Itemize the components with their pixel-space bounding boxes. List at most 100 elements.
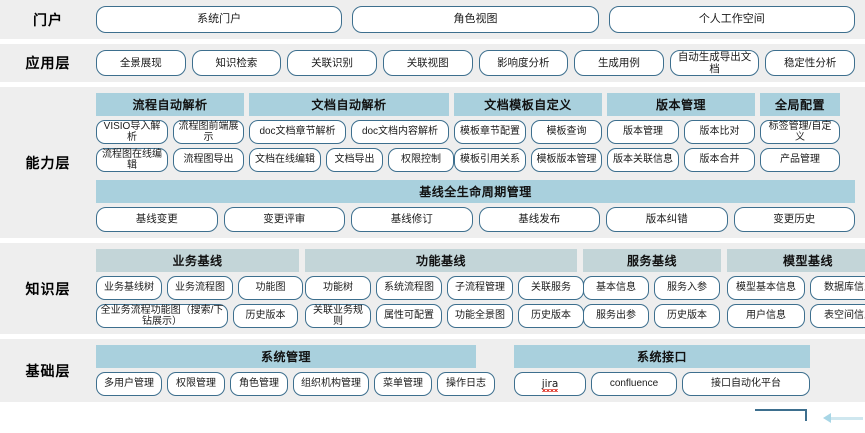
pill-button[interactable]: 属性可配置 (376, 304, 442, 328)
pill-button[interactable]: 版本纠错 (606, 207, 728, 232)
pill-button[interactable]: 功能全景图 (447, 304, 513, 328)
base-group: 系统管理多用户管理权限管理角色管理组织机构管理菜单管理操作日志 (96, 345, 495, 396)
layer-label-capability: 能力层 (25, 154, 71, 171)
pill-button[interactable]: 菜单管理 (374, 372, 432, 396)
pill-button[interactable]: 业务基线树 (96, 276, 162, 300)
pill-button[interactable]: 服务入参 (654, 276, 720, 300)
pill-button[interactable]: 流程图导出 (173, 148, 244, 172)
knowledge-groups: 业务基线业务基线树业务流程图功能图全业务流程功能图（搜索/下钻展示）历史版本功能… (96, 249, 865, 328)
pill-button[interactable]: 功能图 (238, 276, 303, 300)
group-header: 功能基线 (305, 249, 577, 272)
pill-button[interactable]: doc文档章节解析 (249, 120, 346, 144)
layer-body-application: 全景展现知识检索关联识别关联视图影响度分析生成用例自动生成导出文档稳定性分析 (96, 44, 865, 82)
pill-button[interactable]: 历史版本 (518, 304, 584, 328)
pill-button[interactable]: 基线发布 (478, 207, 600, 232)
pill-button[interactable]: 模板章节配置 (454, 120, 526, 144)
baseline-row: 基线变更变更评审基线修订基线发布版本纠错变更历史 (96, 207, 855, 232)
pill-button[interactable]: 流程图在线编辑 (96, 148, 168, 172)
pill-button[interactable]: 历史版本 (654, 304, 720, 328)
pill-button[interactable]: 表空间信息 (810, 304, 865, 328)
pill-button[interactable]: 全业务流程功能图（搜索/下钻展示） (96, 304, 228, 328)
pill-button[interactable]: 版本管理 (607, 120, 679, 144)
pill-row: 模板章节配置模板查询 (454, 120, 602, 144)
pill-button[interactable]: 个人工作空间 (608, 6, 855, 33)
group-rows: VISIO导入解析流程图前端展示流程图在线编辑流程图导出 (96, 120, 244, 172)
pill-button[interactable]: 功能树 (305, 276, 371, 300)
group-header: 模型基线 (727, 249, 865, 272)
layer-label-application: 应用层 (25, 55, 71, 71)
pill-button[interactable]: 模板查询 (531, 120, 602, 144)
pill-button[interactable]: 知识检索 (191, 50, 282, 76)
jira-label: jira (541, 377, 559, 393)
pill-button[interactable]: 基线变更 (96, 207, 218, 232)
pill-button[interactable]: 角色视图 (352, 6, 599, 33)
pill-row: 版本关联信息版本合并 (607, 148, 755, 172)
pill-button[interactable]: 标签管理/自定义 (760, 120, 840, 144)
capability-group: 文档模板自定义模板章节配置模板查询模板引用关系模板版本管理 (454, 93, 602, 172)
pill-button[interactable]: 数据库信息 (810, 276, 865, 300)
pill-button[interactable]: 系统流程图 (376, 276, 442, 300)
pill-button[interactable]: 多用户管理 (96, 372, 162, 396)
pill-button[interactable]: 影响度分析 (478, 50, 569, 76)
pill-button[interactable]: 文档在线编辑 (249, 148, 321, 172)
pill-row: 基本信息服务入参 (583, 276, 721, 300)
pill-button[interactable]: jira (514, 372, 586, 396)
pill-button[interactable]: confluence (591, 372, 677, 396)
pill-button[interactable]: 产品管理 (760, 148, 840, 172)
pill-button[interactable]: 角色管理 (230, 372, 288, 396)
pill-button[interactable]: 自动生成导出文档 (669, 50, 760, 76)
pill-button[interactable]: 组织机构管理 (293, 372, 369, 396)
pill-button[interactable]: 用户信息 (727, 304, 805, 328)
pill-button[interactable]: 系统门户 (96, 6, 343, 33)
pill-button[interactable]: 权限管理 (167, 372, 225, 396)
arrow-head (823, 413, 831, 423)
capability-group: 流程自动解析 VISIO导入解析流程图前端展示流程图在线编辑流程图导出 (96, 93, 244, 172)
pill-button[interactable]: 关联视图 (382, 50, 473, 76)
pill-button[interactable]: 版本比对 (684, 120, 755, 144)
group-header: 全局配置 (760, 93, 840, 116)
pill-button[interactable]: doc文档内容解析 (351, 120, 449, 144)
pill-button[interactable]: 关联服务 (518, 276, 584, 300)
pill-button[interactable]: 模板版本管理 (531, 148, 602, 172)
pill-row: 模型基本信息数据库信息 (727, 276, 865, 300)
group-header: 流程自动解析 (96, 93, 244, 116)
pill-button[interactable]: 全景展现 (96, 50, 186, 76)
pill-row: 服务出参历史版本 (583, 304, 721, 328)
pill-button[interactable]: 变更历史 (733, 207, 855, 232)
pill-button[interactable]: 服务出参 (583, 304, 649, 328)
pill-button[interactable]: 模型基本信息 (727, 276, 805, 300)
pill-button[interactable]: 稳定性分析 (765, 50, 855, 76)
pill-button[interactable]: 模板引用关系 (454, 148, 526, 172)
pill-button[interactable]: 接口自动化平台 (682, 372, 810, 396)
pill-button[interactable]: 基本信息 (583, 276, 649, 300)
pill-button[interactable]: 业务流程图 (167, 276, 233, 300)
layer-body-portal: 系统门户角色视图个人工作空间 (96, 0, 865, 39)
layer-knowledge: 知识层业务基线业务基线树业务流程图功能图全业务流程功能图（搜索/下钻展示）历史版… (0, 243, 865, 334)
pill-button[interactable]: 流程图前端展示 (173, 120, 244, 144)
pill-button[interactable]: 基线修订 (351, 207, 473, 232)
pill-button[interactable]: VISIO导入解析 (96, 120, 168, 144)
layers-container: 门户系统门户角色视图个人工作空间应用层全景展现知识检索关联识别关联视图影响度分析… (0, 0, 865, 402)
pill-button[interactable]: 版本关联信息 (607, 148, 679, 172)
pill-button[interactable]: 关联识别 (287, 50, 377, 76)
pill-button[interactable]: 子流程管理 (447, 276, 513, 300)
pill-row: 业务基线树业务流程图功能图 (96, 276, 303, 300)
pill-row: 用户信息表空间信息 (727, 304, 865, 328)
pill-button[interactable]: 生成用例 (574, 50, 664, 76)
pill-button[interactable]: 变更评审 (223, 207, 345, 232)
pill-button[interactable]: 关联业务规则 (305, 304, 371, 328)
group-header: 文档自动解析 (249, 93, 449, 116)
pill-row: 文档在线编辑文档导出权限控制 (249, 148, 454, 172)
pill-button[interactable]: 历史版本 (233, 304, 298, 328)
pill-button[interactable]: 权限控制 (388, 148, 454, 172)
pill-button[interactable]: 操作日志 (437, 372, 495, 396)
baseline-lifecycle: 基线全生命周期管理基线变更变更评审基线修订基线发布版本纠错变更历史 (96, 180, 855, 232)
pill-button[interactable]: 文档导出 (326, 148, 383, 172)
pill-button[interactable]: 版本合并 (684, 148, 755, 172)
